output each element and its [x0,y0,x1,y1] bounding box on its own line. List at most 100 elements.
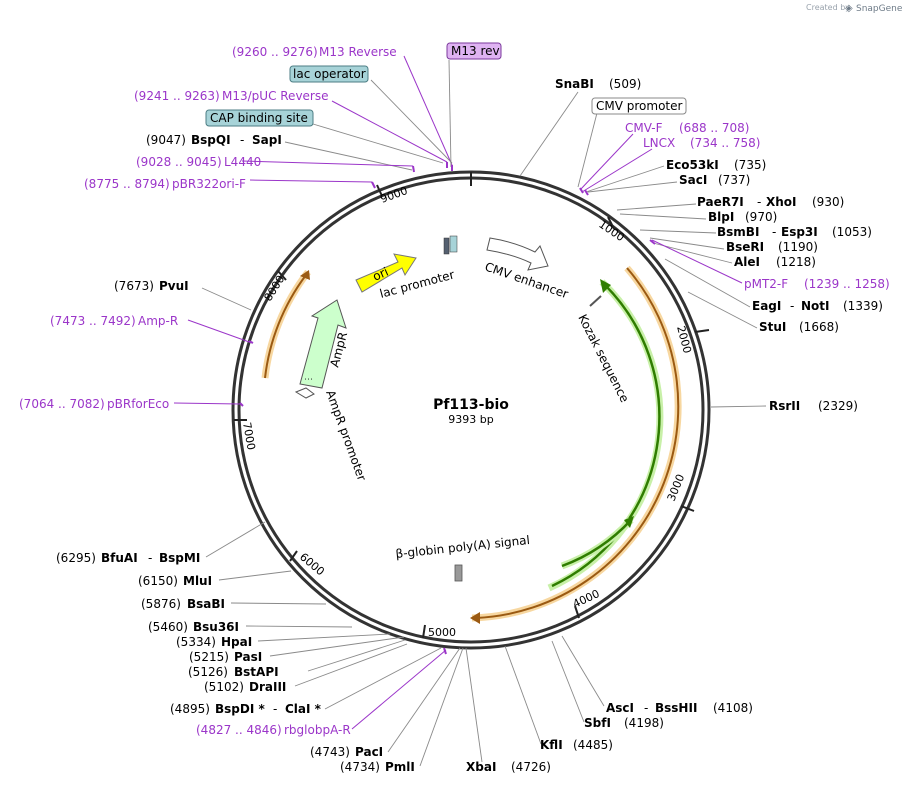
tick-mark [680,505,695,512]
enzyme-paer7i-name: PaeR7I [697,195,744,209]
orange-feature-arrowhead [470,612,480,624]
enzyme-stui-name: StuI [759,320,786,334]
enzyme-blpi-name: BlpI [708,210,734,224]
lac-promoter-mark [443,237,450,255]
cmv-promoter-box [591,97,687,115]
enzyme-noti-name: NotI [801,299,830,313]
tick-label-6000: 6000 [297,550,327,578]
green-feature-arrowhead-outer [600,279,611,293]
enzyme-rsrii-pos: (2329) [818,399,858,413]
enzyme-paer7i-pos: (930) [812,195,844,209]
enzyme-alei-name: AleI [734,255,760,269]
bglobin-polya-mark [454,564,463,582]
enzyme-pmli-pos: (4734) [340,760,380,774]
primer-amp-r-name: Amp-R [138,314,178,328]
cmv-enhancer-label: CMV enhancer [483,260,570,302]
enzyme-bspqi-sep: - [240,133,244,147]
enzyme-paci-name: PacI [355,745,383,759]
tick-mark [422,624,426,639]
primer-l4440-range: (9028 .. 9045) [136,155,222,169]
cmv-enhancer-arrow [486,237,549,271]
tick-marks [234,172,710,639]
primer-site-marks [239,162,656,655]
enzyme-stui-pos: (1668) [799,320,839,334]
ampr-dots: ⋯ [304,375,313,385]
cap-binding-box [205,109,314,127]
enzyme-hpai-pos: (5334) [176,635,216,649]
enzyme-saci-pos: (737) [718,173,750,187]
enzyme-saci-name: SacI [679,173,707,187]
enzyme-bspdi-name: BspDI * [215,702,265,716]
enzyme-paer7i-sep: - [757,195,761,209]
enzyme-pasi-name: PasI [234,650,262,664]
bglobin-polya-label: β-globin poly(A) signal [395,533,531,561]
enzyme-eagi-pos: (1339) [843,299,883,313]
lac-operator-box [289,65,369,83]
plasmid-name: Pf113-bio [433,397,509,413]
enzyme-pmli-name: PmlI [385,760,415,774]
enzyme-pasi-pos: (5215) [189,650,229,664]
primer-pmt2-f-name: pMT2-F [744,277,788,291]
enzyme-eco53ki-pos: (735) [734,158,766,172]
primer-amp-r-range: (7473 .. 7492) [50,314,136,328]
enzyme-paci-pos: (4743) [310,745,350,759]
enzyme-eco53ki-name: Eco53kI [666,158,719,172]
cmv-promoter-label: CMV promoter [596,99,683,113]
tick-mark [574,605,580,619]
enzyme-xbai-pos: (4726) [511,760,551,774]
enzyme-hpai-name: HpaI [221,635,252,649]
enzyme-bsshii-name: BssHII [655,701,697,715]
enzyme-blpi-pos: (970) [745,210,777,224]
tick-mark [376,184,383,197]
enzyme-mlui-pos: (6150) [138,574,178,588]
orange-feature-arc-left-core [264,274,307,379]
primer-lncx-name: LNCX [643,136,675,150]
ampr-promoter-arrow [294,387,315,399]
enzyme-sbfi-name: SbfI [584,716,611,730]
enzyme-bspdi-pos: (4895) [170,702,210,716]
enzyme-bspqi-name: BspQI [191,133,231,147]
primer-m13-reverse-name: M13 Reverse [319,45,397,59]
credit-prefix: Created by [806,3,850,12]
kozak-mark [589,295,602,307]
cap-binding-label: CAP binding site [210,111,308,125]
enzyme-eagi-sep: - [790,299,794,313]
ampr-promoter-label: AmpR promoter [323,388,369,482]
primer-rbglobpa-r-range: (4827 .. 4846) [196,723,282,737]
enzyme-bstapi-name: BstAPI [234,665,279,679]
enzyme-bsmbi-pos: (1053) [832,225,872,239]
enzyme-bsu36i-pos: (5460) [148,620,188,634]
enzyme-snabi-name: SnaBI [555,77,594,91]
enzyme-kfli-name: KflI [540,738,563,752]
kozak-label: Kozak sequence [575,312,631,405]
orange-feature-arc-core [475,267,680,619]
enzyme-xhoi-name: XhoI [766,195,797,209]
enzyme-eagi-name: EagI [752,299,781,313]
primer-rbglobpa-r-name: rbglobpA-R [284,723,351,737]
enzyme-bsu36i-name: Bsu36I [193,620,239,634]
tick-label-1000: 1000 [596,218,626,244]
ori-arrow [355,253,417,293]
lac-operator-mark [449,235,458,253]
enzyme-bspdi-sep: - [273,702,277,716]
enzyme-rsrii-name: RsrII [769,399,800,413]
tick-label-2000: 2000 [674,324,694,354]
enzyme-bsmbi-name: BsmBI [717,225,759,239]
enzyme-asci-sep: - [644,701,648,715]
primer-pbrforeco-name: pBRforEco [107,397,169,411]
primer-cmv-f-range: (688 .. 708) [679,121,749,135]
enzyme-bfuai-pos: (6295) [56,551,96,565]
enzyme-draiii-pos: (5102) [204,680,244,694]
primer-cmv-f-name: CMV-F [625,121,663,135]
primer-m13-reverse-range: (9260 .. 9276) [232,45,318,59]
ampr-arrow [299,299,347,389]
tick-label-5000: 5000 [428,626,456,639]
leader-lines [173,55,767,767]
lac-operator-label: lac operator [293,67,366,81]
ori-label: ori [371,265,391,284]
enzyme-bfuai-sep: - [148,551,152,565]
primer-m13-puc-reverse-name: M13/pUC Reverse [222,89,329,103]
primer-pbrforeco-range: (7064 .. 7082) [19,397,105,411]
enzyme-bstapi-pos: (5126) [188,665,228,679]
